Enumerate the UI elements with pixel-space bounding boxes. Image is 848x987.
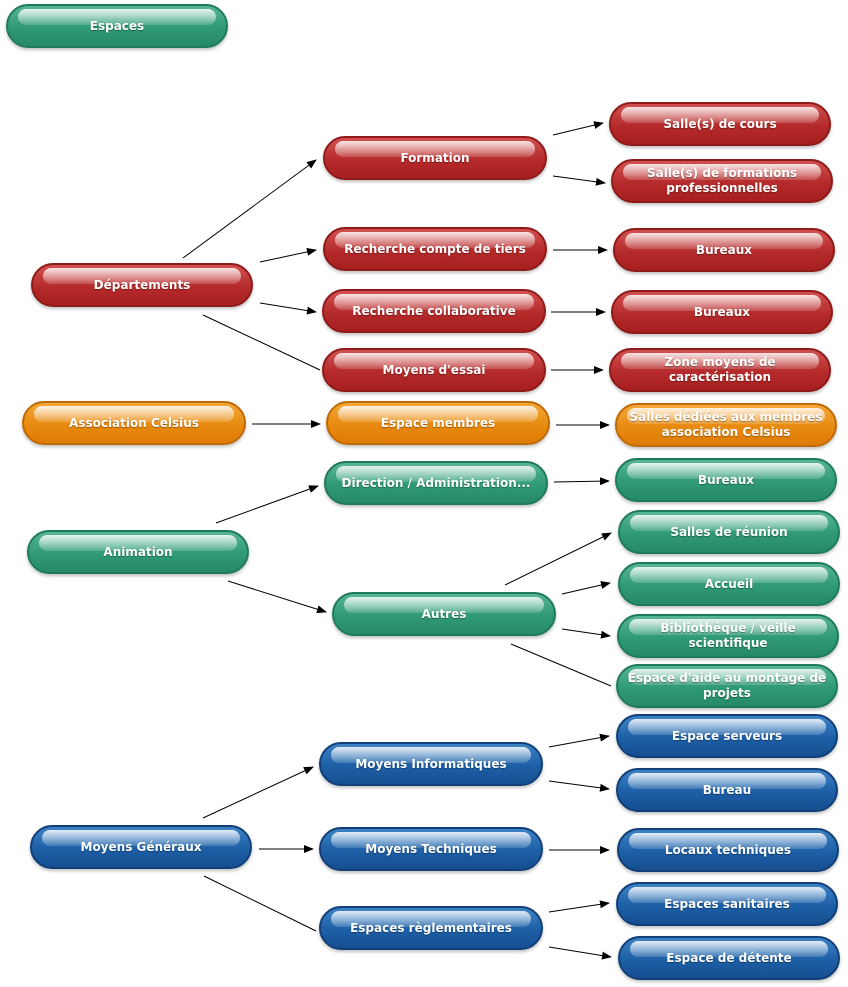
arrow-departements-recherche-collab bbox=[259, 302, 317, 315]
node-direction[interactable]: Direction / Administration... bbox=[324, 461, 548, 505]
node-label: Moyens Généraux bbox=[80, 839, 202, 854]
node-locaux-tech[interactable]: Locaux techniques bbox=[617, 828, 839, 872]
node-bureau-info[interactable]: Bureau bbox=[616, 768, 838, 812]
node-label: Autres bbox=[421, 606, 467, 621]
node-label: Moyens Techniques bbox=[365, 841, 497, 856]
node-recherche-tiers[interactable]: Recherche compte de tiers bbox=[323, 227, 547, 271]
node-label: Moyens d'essai bbox=[382, 362, 486, 377]
node-espace-serveurs[interactable]: Espace serveurs bbox=[616, 714, 838, 758]
node-label: Recherche collaborative bbox=[352, 303, 516, 318]
node-salles-cours[interactable]: Salle(s) de cours bbox=[609, 102, 831, 146]
node-departements[interactable]: Départements bbox=[31, 263, 253, 307]
node-label: Direction / Administration... bbox=[341, 475, 531, 490]
node-moyens-info[interactable]: Moyens Informatiques bbox=[319, 742, 543, 786]
node-recherche-collab[interactable]: Recherche collaborative bbox=[322, 289, 546, 333]
node-label: Salles de réunion bbox=[670, 524, 788, 539]
node-label: Départements bbox=[93, 277, 191, 292]
node-espaces-regl[interactable]: Espaces règlementaires bbox=[319, 906, 543, 950]
node-label: Espaces sanitaires bbox=[664, 896, 790, 911]
node-association[interactable]: Association Celsius bbox=[22, 401, 246, 445]
node-salles-dediees[interactable]: Salles dédiées aux membres association C… bbox=[615, 403, 837, 447]
node-label: Moyens Informatiques bbox=[355, 756, 507, 771]
node-label: Bureaux bbox=[695, 242, 753, 257]
node-espaces[interactable]: Espaces bbox=[6, 4, 228, 48]
node-label: Association Celsius bbox=[69, 415, 199, 430]
node-label: Salle(s) de cours bbox=[663, 116, 777, 131]
node-label: Bureaux bbox=[693, 304, 751, 319]
node-espaces-sanitaires[interactable]: Espaces sanitaires bbox=[616, 882, 838, 926]
node-espace-detente[interactable]: Espace de détente bbox=[618, 936, 840, 980]
node-label: Locaux techniques bbox=[664, 842, 792, 857]
arrow-departements-formation bbox=[182, 159, 317, 259]
node-formation[interactable]: Formation bbox=[323, 136, 547, 180]
arrow-info-serveurs bbox=[548, 733, 610, 748]
node-accueil[interactable]: Accueil bbox=[618, 562, 840, 606]
arrow-autres-accueil bbox=[561, 581, 611, 595]
node-espace-membres[interactable]: Espace membres bbox=[326, 401, 550, 445]
node-label: Bureaux bbox=[697, 472, 755, 487]
arrow-departements-recherche-tiers bbox=[259, 247, 317, 263]
arrow-formation-salles-formations bbox=[552, 175, 606, 186]
node-label: Espace membres bbox=[380, 415, 496, 430]
node-label: Zone moyens de caractérisation bbox=[664, 355, 776, 384]
node-espace-aide[interactable]: Espace d'aide au montage de projets bbox=[616, 664, 838, 708]
arrow-regl-sanitaires bbox=[548, 900, 610, 913]
node-label: Animation bbox=[103, 544, 173, 559]
node-label: Accueil bbox=[704, 576, 754, 591]
node-label: Espace d'aide au montage de projets bbox=[627, 671, 827, 700]
arrow-autres-bibliotheque bbox=[561, 628, 611, 639]
arrow-animation-autres bbox=[227, 580, 327, 614]
node-label: Bureau bbox=[702, 782, 752, 797]
node-label: Espace serveurs bbox=[671, 728, 783, 743]
node-salles-formations[interactable]: Salle(s) de formations professionnelles bbox=[611, 159, 833, 203]
arrow-animation-direction bbox=[215, 485, 319, 524]
node-bureaux-direction[interactable]: Bureaux bbox=[615, 458, 837, 502]
node-label: Salle(s) de formations professionnelles bbox=[646, 166, 798, 195]
node-bibliotheque[interactable]: Bibliothèque / veille scientifique bbox=[617, 614, 839, 658]
node-zone-moyens[interactable]: Zone moyens de caractérisation bbox=[609, 348, 831, 392]
node-label: Salles dédiées aux membres association C… bbox=[629, 410, 823, 439]
node-label: Recherche compte de tiers bbox=[344, 241, 526, 256]
arrow-direction-bureaux bbox=[553, 477, 610, 486]
line-autres-espace-aide bbox=[510, 643, 612, 687]
node-moyens-tech[interactable]: Moyens Techniques bbox=[319, 827, 543, 871]
arrow-info-bureau bbox=[548, 780, 610, 792]
node-moyens-generaux[interactable]: Moyens Généraux bbox=[30, 825, 252, 869]
node-salles-reunion[interactable]: Salles de réunion bbox=[618, 510, 840, 554]
node-label: Formation bbox=[400, 150, 470, 165]
node-bureaux-collab[interactable]: Bureaux bbox=[611, 290, 833, 334]
node-label: Espace de détente bbox=[666, 950, 792, 965]
arrow-formation-salles-cours bbox=[552, 121, 604, 136]
node-animation[interactable]: Animation bbox=[27, 530, 249, 574]
node-label: Espaces bbox=[89, 18, 145, 33]
node-label: Espaces règlementaires bbox=[350, 920, 512, 935]
node-label: Bibliothèque / veille scientifique bbox=[660, 621, 796, 650]
line-departements-moyens-essai bbox=[202, 314, 321, 371]
arrow-regl-detente bbox=[548, 946, 612, 960]
node-bureaux-tiers[interactable]: Bureaux bbox=[613, 228, 835, 272]
node-autres[interactable]: Autres bbox=[332, 592, 556, 636]
node-moyens-essai[interactable]: Moyens d'essai bbox=[322, 348, 546, 392]
line-moyens-generaux-regl bbox=[203, 875, 317, 932]
arrow-moyens-generaux-info bbox=[202, 766, 314, 819]
arrow-autres-salles-reunion bbox=[504, 532, 612, 586]
